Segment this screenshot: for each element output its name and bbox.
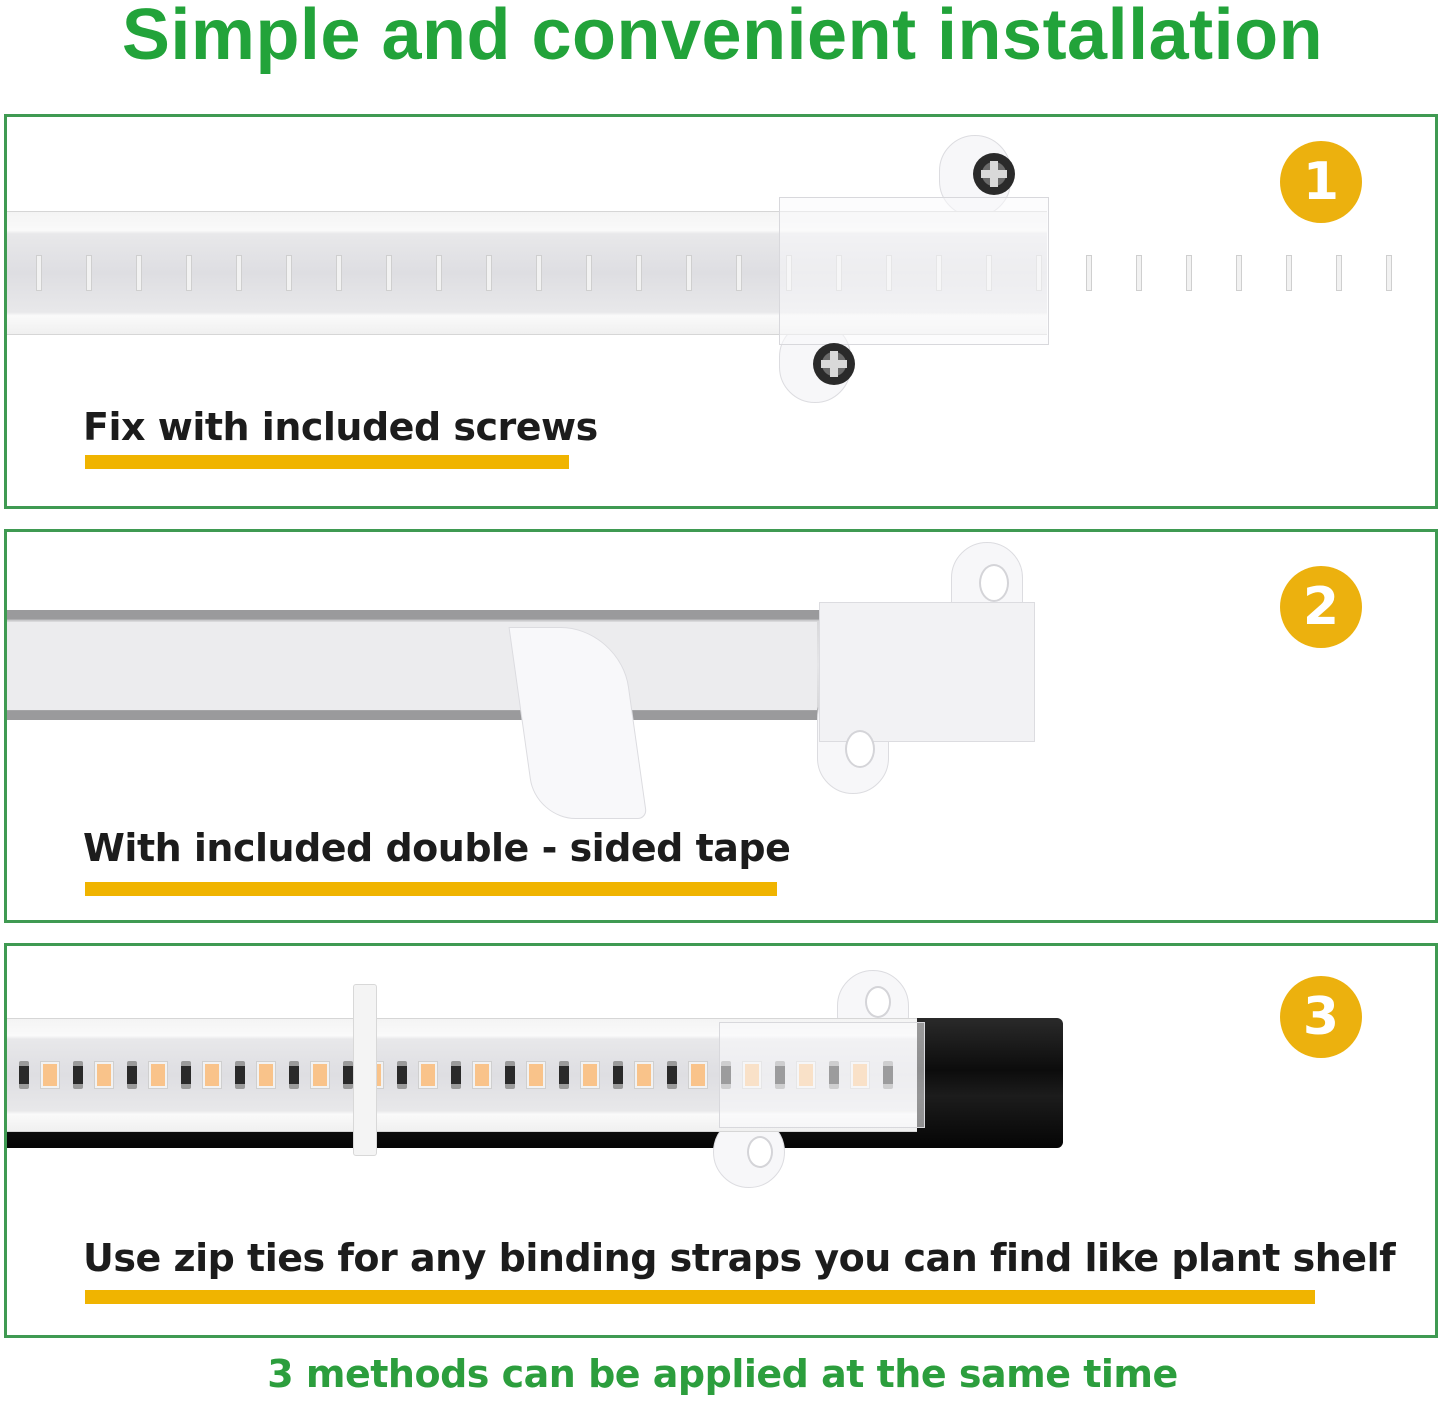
screw-icon (973, 153, 1015, 195)
screw-icon (813, 343, 855, 385)
method-caption-1: Fix with included screws (83, 405, 598, 449)
mounting-clip (779, 197, 1049, 345)
led-row (19, 1061, 917, 1089)
mounting-clip (719, 1022, 925, 1128)
footer-note: 3 methods can be applied at the same tim… (267, 1352, 1178, 1396)
method-caption-2: With included double - sided tape (83, 826, 791, 870)
mounting-hole (845, 730, 875, 768)
mounting-hole (979, 564, 1009, 602)
caption-underline (85, 882, 777, 896)
method-panel-1: 1 Fix with included screws (4, 114, 1438, 509)
page-title: Simple and convenient installation (121, 0, 1324, 75)
caption-underline (85, 455, 569, 469)
mounting-hole (865, 986, 891, 1018)
step-badge-3: 3 (1280, 976, 1362, 1058)
method-panel-3: 3 Use zip ties for any binding straps yo… (4, 943, 1438, 1338)
caption-underline (85, 1290, 1315, 1304)
method-caption-3: Use zip ties for any binding straps you … (83, 1236, 1396, 1280)
method-panel-2: 2 With included double - sided tape (4, 529, 1438, 923)
zip-tie (353, 984, 377, 1156)
step-badge-1: 1 (1280, 141, 1362, 223)
endcap (819, 602, 1035, 742)
step-badge-2: 2 (1280, 566, 1362, 648)
mounting-hole (747, 1136, 773, 1168)
double-sided-tape (7, 622, 817, 710)
